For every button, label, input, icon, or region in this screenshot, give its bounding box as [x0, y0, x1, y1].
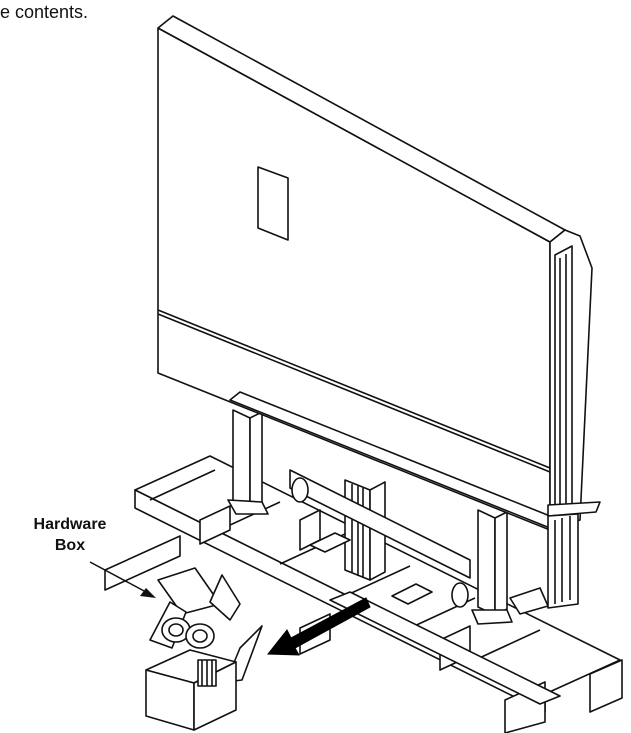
- callout-pointer: [89, 561, 156, 598]
- hardware-label-line2: Box: [54, 537, 86, 554]
- hardware-box: [145, 567, 263, 731]
- remove-arrow: [266, 597, 371, 656]
- hardware-box-label: Hardware Box: [10, 514, 130, 556]
- stand-legs: [227, 409, 549, 625]
- hardware-label-line1: Hardware: [33, 516, 107, 533]
- instruction-caption: e contents.: [0, 2, 89, 22]
- crated-screen: [157, 15, 601, 609]
